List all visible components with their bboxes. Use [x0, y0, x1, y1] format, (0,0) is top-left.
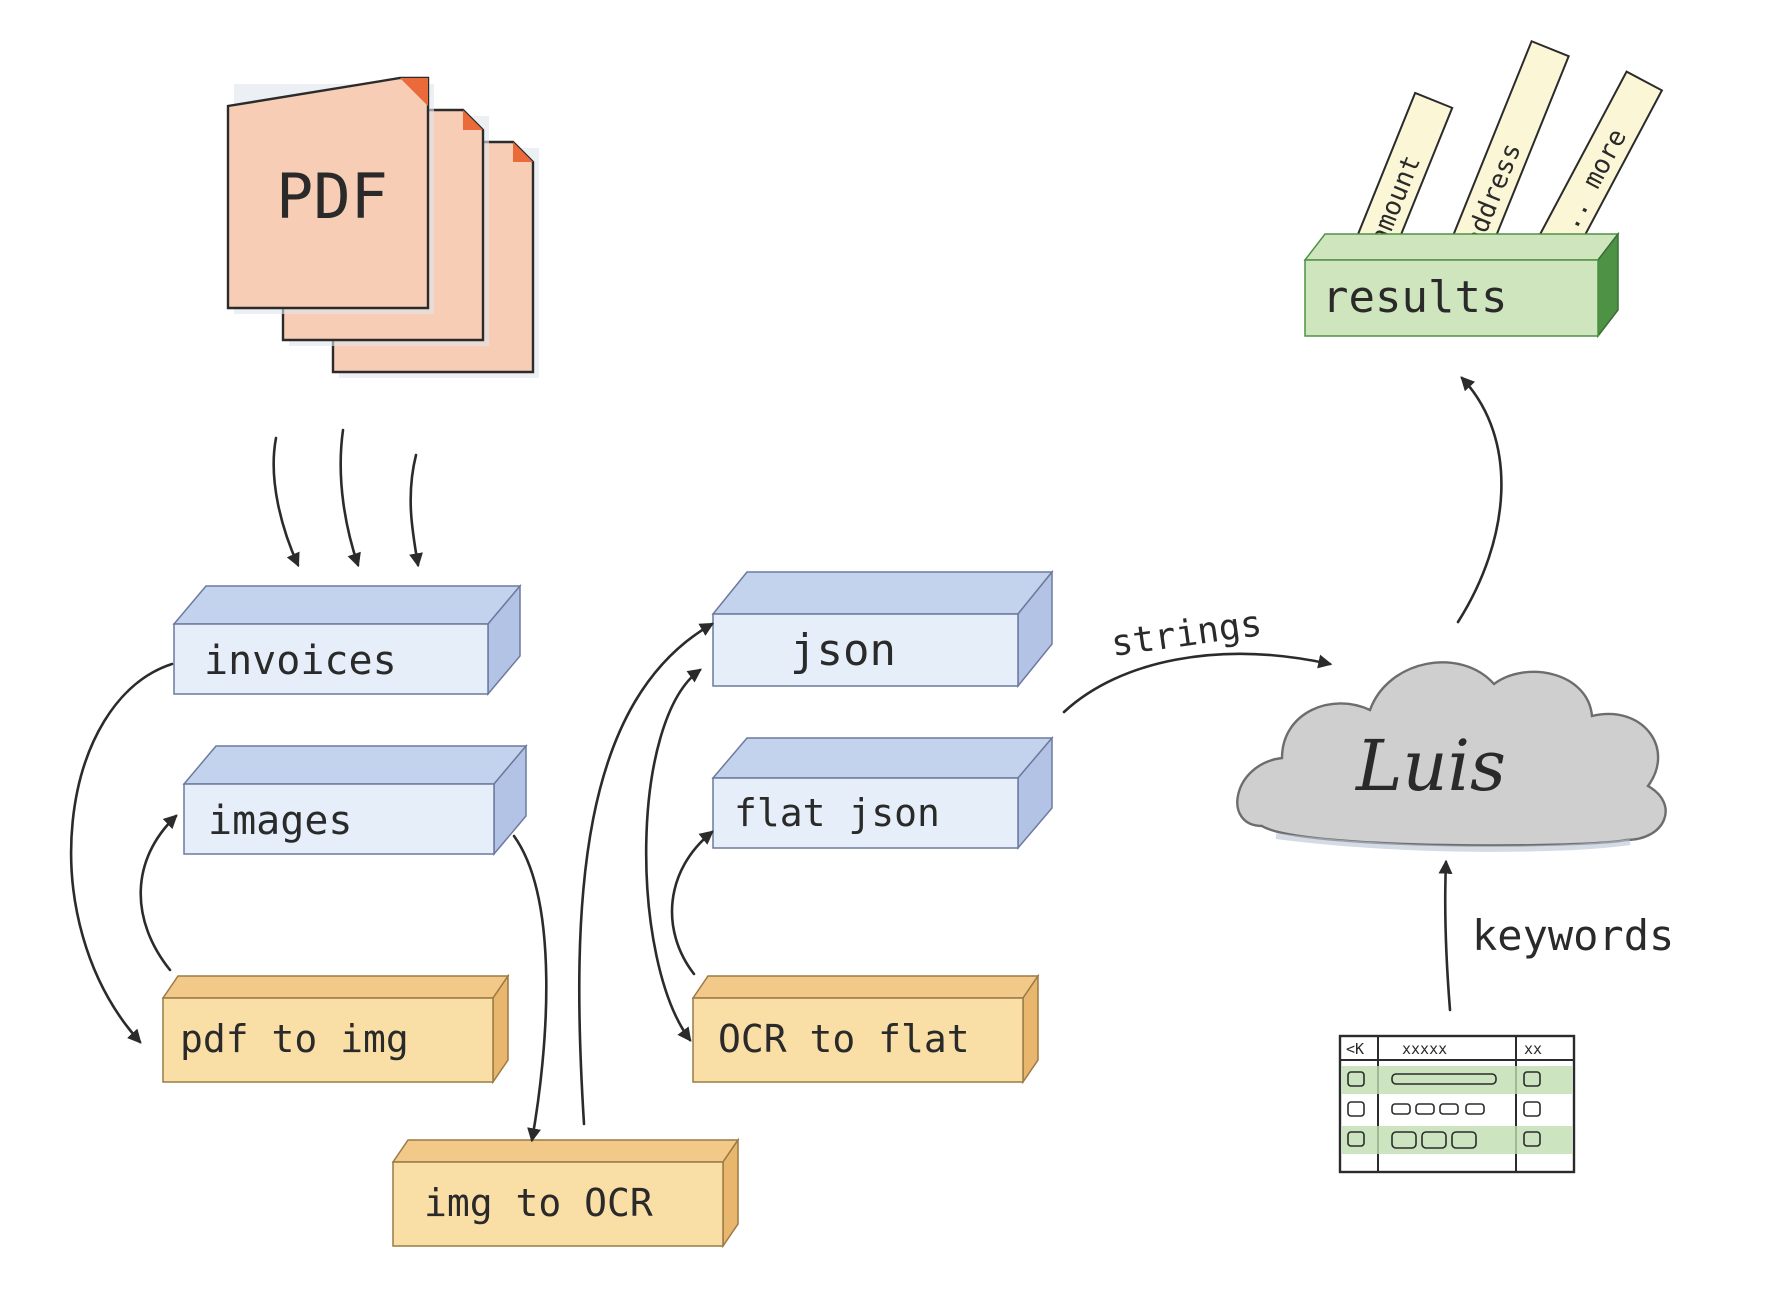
function-ocr-to-flat: OCR to flat — [691, 973, 1040, 1085]
container-invoices: invoices — [172, 583, 522, 697]
results-label: results — [1322, 272, 1507, 323]
pdf-label: PDF — [276, 160, 388, 233]
images-label: images — [208, 798, 353, 844]
keywords-edge-label: keywords — [1472, 911, 1674, 960]
img-to-ocr-label: img to OCR — [424, 1181, 653, 1225]
keywords-table-icon: <K xxxxx xx — [1338, 1034, 1576, 1174]
table-header-values: xxxxx — [1402, 1040, 1447, 1058]
function-pdf-to-img: pdf to img — [161, 973, 510, 1085]
container-images: images — [182, 743, 528, 857]
flat-json-label: flat json — [734, 791, 940, 835]
pdf-stack-icon: PDF — [226, 76, 539, 378]
json-label: json — [790, 625, 896, 676]
pdf-to-invoices-arrows — [272, 428, 423, 568]
table-header-key: <K — [1346, 1040, 1364, 1058]
function-img-to-ocr: img to OCR — [391, 1137, 740, 1249]
table-header-extra: xx — [1524, 1040, 1542, 1058]
container-flat-json: flat json — [711, 735, 1054, 851]
container-json: json — [711, 569, 1054, 689]
flow-arrows — [69, 376, 1503, 1143]
results-box: amount address ... more results — [1303, 39, 1664, 339]
pdf-to-img-label: pdf to img — [180, 1017, 409, 1061]
strings-edge-label: strings — [1109, 603, 1265, 665]
luis-cloud-icon: Luis — [1236, 661, 1667, 852]
luis-label: Luis — [1354, 725, 1506, 807]
ocr-to-flat-label: OCR to flat — [718, 1017, 970, 1061]
invoices-label: invoices — [204, 638, 397, 684]
